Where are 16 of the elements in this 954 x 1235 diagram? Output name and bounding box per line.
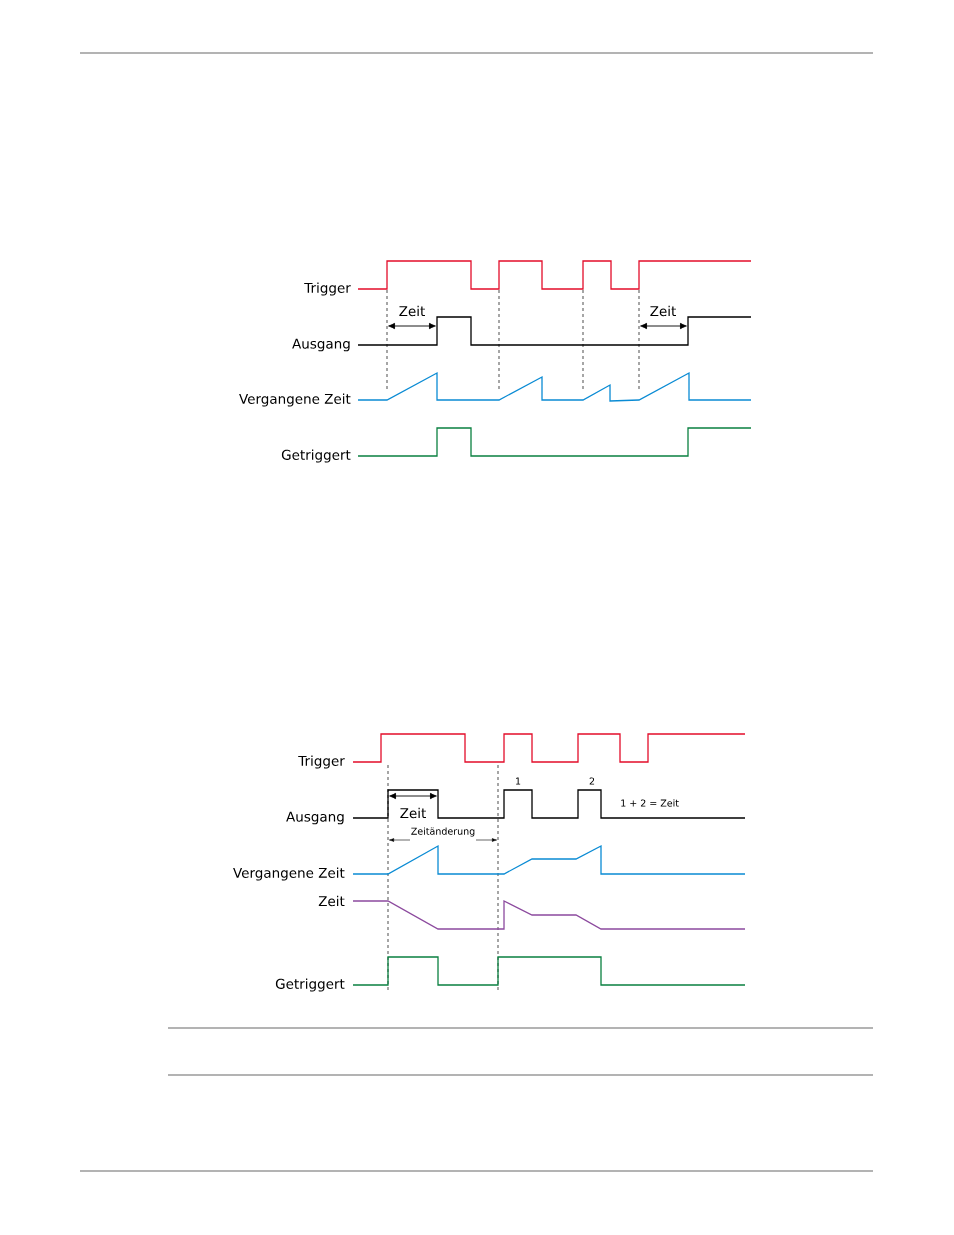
- signal-label: Trigger: [298, 755, 345, 769]
- signal-label: Getriggert: [281, 449, 351, 463]
- note-text: 1 + 2 = Zeit: [621, 799, 679, 807]
- pulse-number: 1: [516, 777, 521, 785]
- signal-label: Vergangene Zeit: [233, 867, 345, 881]
- time-label: Zeit: [650, 305, 676, 317]
- signal-label: Getriggert: [275, 978, 345, 992]
- signal-label: Trigger: [304, 282, 351, 296]
- signal-label: Ausgang: [292, 338, 350, 352]
- signal-label: Ausgang: [286, 811, 344, 825]
- time-label: Zeit: [400, 807, 426, 819]
- time-label: Zeitänderung: [411, 827, 475, 837]
- time-label: Zeit: [399, 305, 425, 317]
- signal-label: Zeit: [318, 895, 345, 907]
- pulse-number: 2: [589, 777, 595, 785]
- signal-label: Vergangene Zeit: [239, 393, 351, 407]
